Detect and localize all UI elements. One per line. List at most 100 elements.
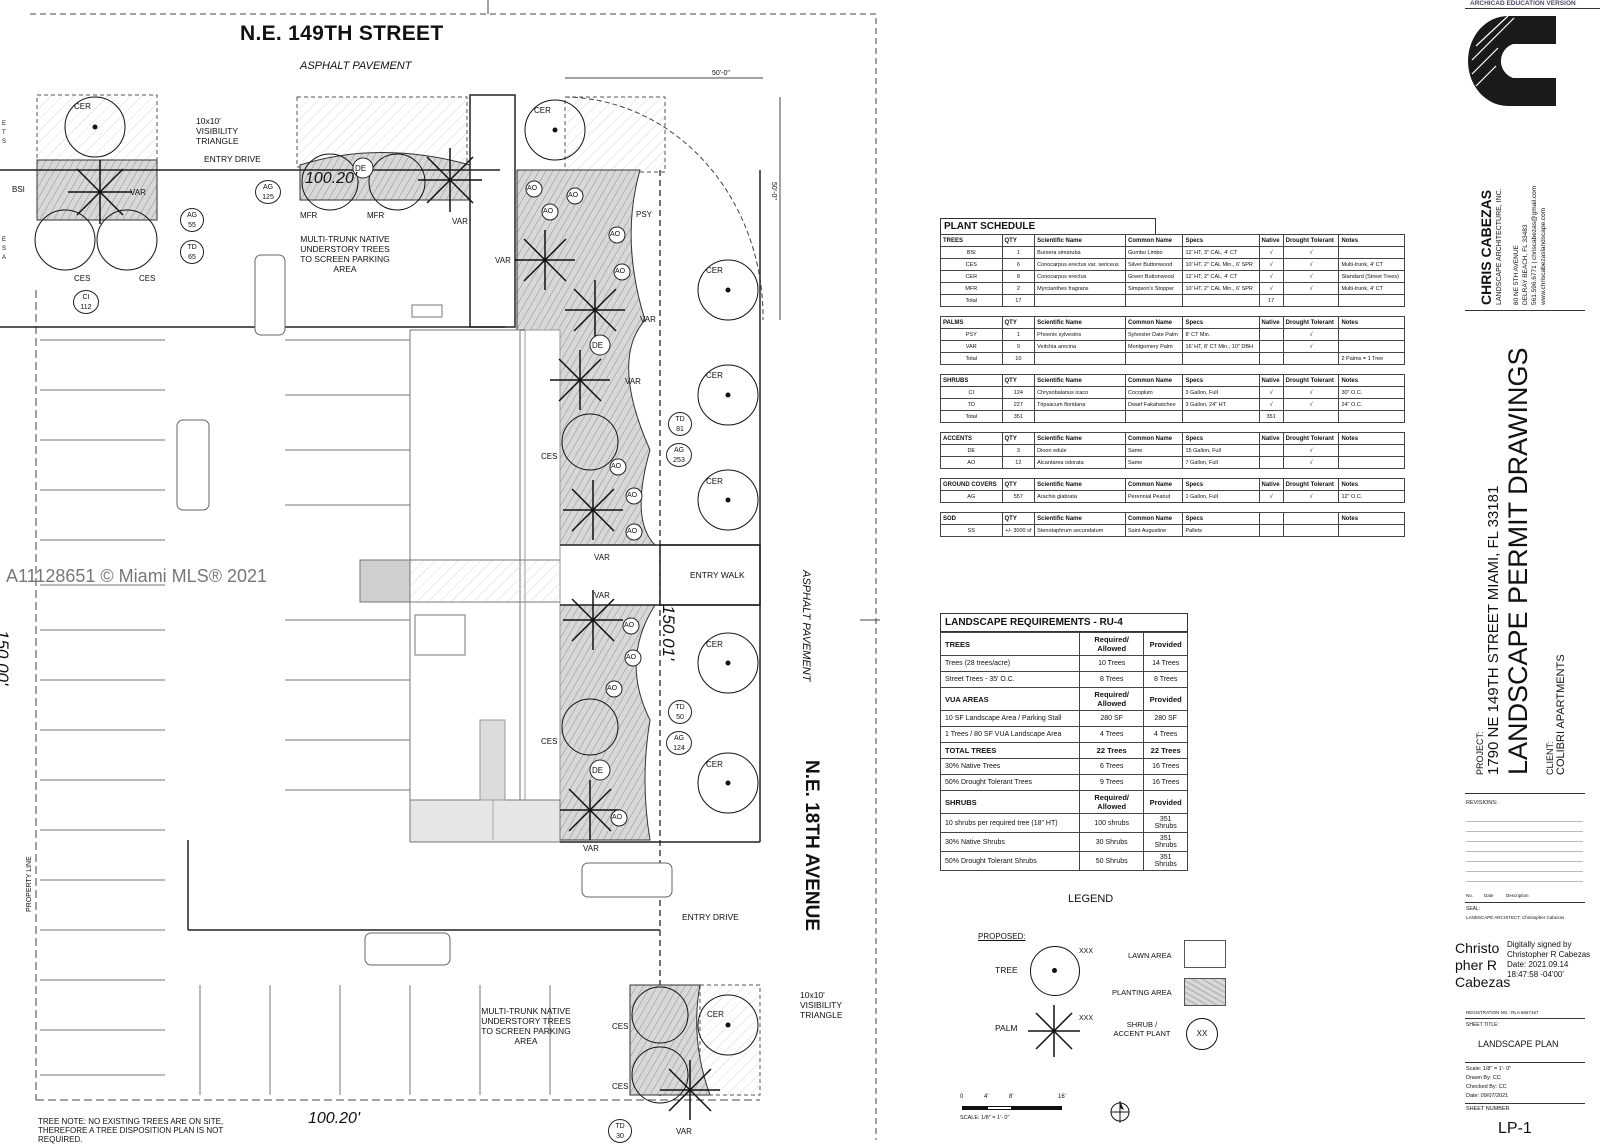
edition-rule — [1465, 8, 1600, 9]
entry-walk-label: ENTRY WALK — [690, 570, 745, 580]
requirements-cell: 50% Drought Tolerant Trees — [940, 774, 1080, 791]
schedule-cell: Conocarpus erectus — [1034, 270, 1126, 283]
schedule-cell — [1258, 444, 1284, 457]
schedule-cell: Same — [1124, 456, 1184, 469]
schedule-column-header: Notes — [1338, 432, 1405, 445]
schedule-cell: √ — [1282, 328, 1340, 341]
mls-watermark: A11128651 © Miami MLS® 2021 — [6, 566, 267, 586]
legend-lawn-swatch — [1184, 940, 1226, 968]
tag-ao-7: AO — [627, 492, 638, 499]
requirements-cell: 280 SF — [1078, 710, 1145, 727]
signature-details: Digitally signed by Christopher R Cabeza… — [1507, 940, 1591, 979]
schedule-cell: SS — [940, 524, 1003, 537]
schedule-cell — [1182, 352, 1260, 365]
project-address: 1790 NE 149TH STREET MIAMI, FL 33181 — [1485, 485, 1502, 775]
tag-psy: PSY — [636, 210, 653, 219]
checked-by: Checked By: CC — [1466, 1084, 1507, 1090]
schedule-cell — [1124, 294, 1184, 307]
schedule-cell — [1338, 456, 1405, 469]
requirements-header-cell: Required/ Allowed — [1078, 687, 1145, 711]
requirements-cell: 351 Shrubs — [1143, 813, 1188, 833]
schedule-cell: PSY — [940, 328, 1003, 341]
schedule-cell: BSI — [940, 246, 1003, 259]
tag-de-3: DE — [592, 766, 604, 775]
seal-text: LANDSCAPE ARCHITECT: Christopher Cabezas — [1466, 915, 1565, 920]
tag-mfr-2: MFR — [367, 211, 385, 220]
requirements-header-cell: Required/ Allowed — [1078, 632, 1145, 656]
schedule-column-header: Common Name — [1124, 512, 1184, 525]
requirements-cell: 8 Trees — [1078, 671, 1145, 688]
schedule-cell: Multi-trunk, 4' CT — [1338, 282, 1405, 295]
requirements-cell: 50% Drought Tolerant Shrubs — [940, 851, 1080, 871]
schedule-cell: 6 — [1001, 258, 1036, 271]
tag-var-7: VAR — [594, 591, 610, 600]
title-rule-6 — [1465, 1103, 1585, 1104]
schedule-column-header: Native — [1258, 432, 1284, 445]
legend-tree-code: XXX — [1079, 948, 1094, 955]
schedule-column-header: QTY — [1001, 432, 1036, 445]
tag-ao-9: AO — [624, 622, 635, 629]
schedule-cell — [1034, 352, 1126, 365]
schedule-cell: √ — [1282, 444, 1340, 457]
requirements-header-cell: TREES — [940, 632, 1080, 656]
requirements-cell: 6 Trees — [1078, 758, 1145, 775]
schedule-column-header: Scientific Name — [1034, 512, 1126, 525]
schedule-cell: Silver Buttonwood — [1124, 258, 1184, 271]
schedule-cell: 227 — [1001, 398, 1036, 411]
schedule-cell: Saint Augustine — [1124, 524, 1184, 537]
schedule-cell: AO — [940, 456, 1003, 469]
requirements-cell: 4 Trees — [1143, 726, 1188, 743]
schedule-cell: 15 Gallon, Full — [1182, 444, 1260, 457]
schedule-column-header — [1282, 512, 1340, 525]
schedule-column-header: QTY — [1001, 512, 1036, 525]
scale-tick-0: 0 — [960, 1094, 964, 1100]
schedule-cell: 24" O.C. — [1338, 398, 1405, 411]
schedule-column-header: Notes — [1338, 316, 1405, 329]
schedule-cell — [1034, 410, 1126, 423]
schedule-cell: Total — [940, 294, 1003, 307]
sheet-scale: Scale: 1/8" = 1'- 0" — [1466, 1066, 1512, 1072]
schedule-cell: Gumbo Limbo — [1124, 246, 1184, 259]
schedule-cell: 2 — [1001, 282, 1036, 295]
tag-cer-5: CER — [706, 477, 723, 486]
legend-title: LEGEND — [1068, 893, 1114, 905]
edition-label: ARCHICAD EDUCATION VERSION — [1470, 0, 1576, 7]
revisions-grid — [1466, 812, 1583, 890]
tag-mfr: MFR — [300, 211, 318, 220]
rev-col-desc: Description — [1506, 893, 1529, 898]
legend-shrub-symbol: XX — [1186, 1018, 1218, 1050]
requirements-cell: 30 Shrubs — [1078, 832, 1145, 852]
requirements-header-cell: 22 Trees — [1143, 742, 1188, 759]
requirements-header-cell: Provided — [1143, 687, 1188, 711]
schedule-cell: 12 — [1001, 456, 1036, 469]
schedule-column-header: Drought Tolerant — [1282, 316, 1340, 329]
schedule-cell: √ — [1258, 398, 1284, 411]
firm-address-1: 80 NE 5TH AVENUE — [1513, 245, 1520, 305]
schedule-cell: 351 — [1001, 410, 1036, 423]
schedule-cell: √ — [1282, 258, 1340, 271]
schedule-cell: 12' HT, 3" CAL, 4' CT — [1182, 246, 1260, 259]
schedule-group-name: TREES — [940, 234, 1003, 247]
firm-logo — [1468, 16, 1556, 106]
schedule-cell: √ — [1282, 386, 1340, 399]
schedule-column-header — [1258, 512, 1284, 525]
schedule-cell: 3 — [1001, 444, 1036, 457]
tag-cer-3: CER — [706, 266, 723, 275]
rev-col-no: No. — [1466, 893, 1474, 898]
schedule-cell: √ — [1258, 258, 1284, 271]
schedule-cell: 10' HT, 2" CAL Min., 6' SPR — [1182, 282, 1260, 295]
schedule-cell: √ — [1282, 456, 1340, 469]
tag-ao: AO — [527, 185, 538, 192]
